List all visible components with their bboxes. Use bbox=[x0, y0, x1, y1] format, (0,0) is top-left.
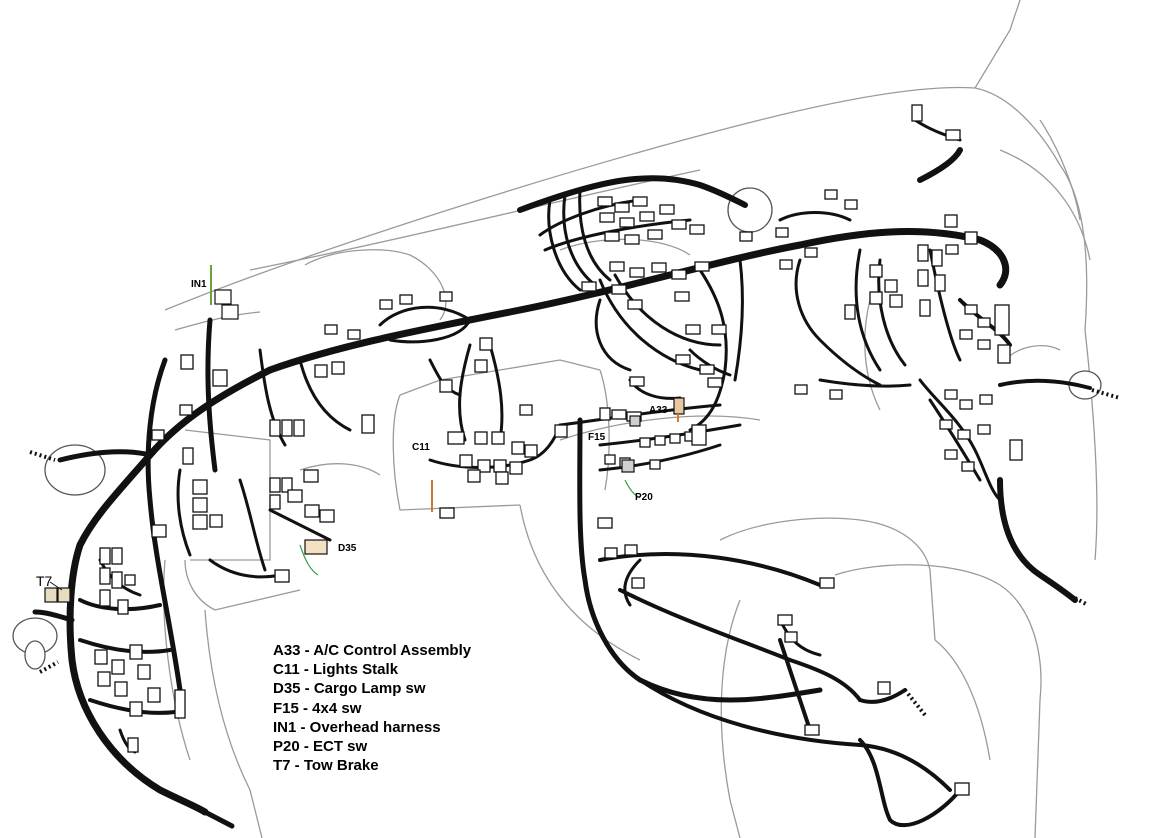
callout-f15: F15 bbox=[588, 432, 606, 443]
callout-a33: A33 bbox=[649, 405, 668, 416]
legend-item-t7: T7 - Tow Brake bbox=[273, 757, 379, 775]
connectors bbox=[94, 104, 1023, 796]
highlighted-connectors bbox=[44, 289, 685, 603]
colored-wires bbox=[210, 265, 679, 576]
legend-item-in1: IN1 - Overhead harness bbox=[273, 718, 441, 736]
callout-t7: T7 bbox=[36, 573, 53, 589]
legend-item-p20: P20 - ECT sw bbox=[273, 738, 368, 756]
callout-p20: P20 bbox=[635, 492, 653, 503]
legend-item-d35: D35 - Cargo Lamp sw bbox=[273, 680, 426, 698]
callout-c11: C11 bbox=[412, 442, 430, 453]
legend-item-c11: C11 - Lights Stalk bbox=[273, 661, 399, 679]
harness-cut-ends bbox=[29, 388, 1121, 830]
callout-d35: D35 bbox=[338, 543, 357, 554]
legend-item-f15: F15 - 4x4 sw bbox=[273, 699, 362, 717]
main-harness bbox=[32, 147, 1092, 829]
legend-item-a33: A33 - A/C Control Assembly bbox=[273, 642, 472, 659]
leader-lines bbox=[49, 409, 673, 591]
callout-in1: IN1 bbox=[191, 279, 207, 290]
component-legend: A33 - A/C Control Assembly C11 - Lights … bbox=[273, 641, 471, 775]
